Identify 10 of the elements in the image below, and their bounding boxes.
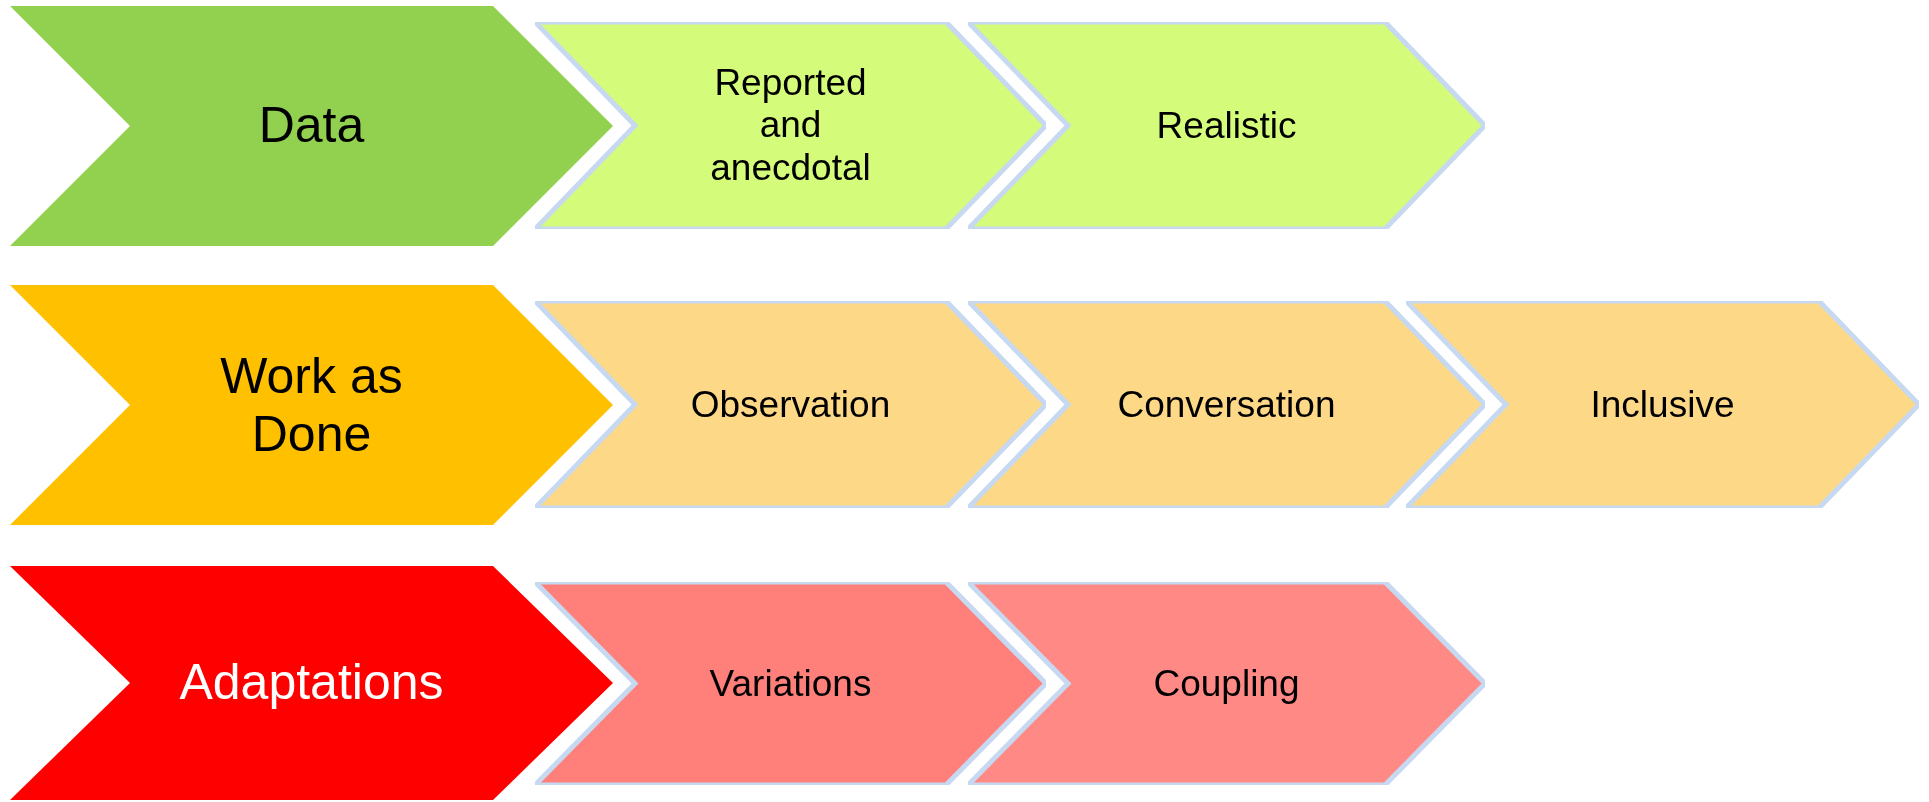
chevron-label: Realistic (1155, 104, 1298, 147)
chevron-label: Data (257, 97, 366, 155)
chevron-label: Observation (689, 383, 892, 426)
chevron-label: Conversation (1116, 383, 1337, 426)
chevron-label: Adaptations (178, 654, 445, 712)
chevron-label: Reported and anecdotal (709, 61, 872, 190)
chevron-label: Coupling (1152, 662, 1301, 705)
chevron-label: Variations (708, 662, 873, 705)
chevron-label: Inclusive (1589, 383, 1736, 426)
chevron-label: Work as Done (219, 347, 404, 463)
